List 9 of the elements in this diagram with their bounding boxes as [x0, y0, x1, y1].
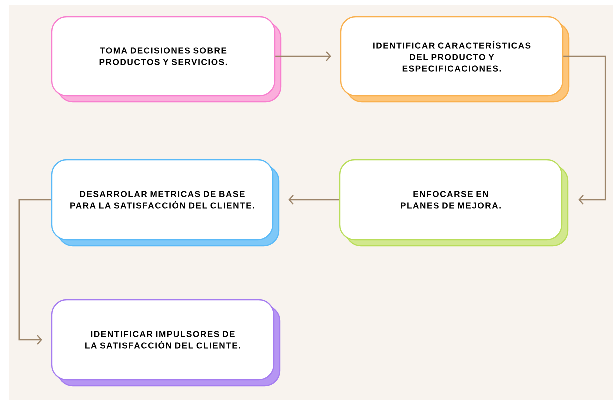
arrow	[564, 56, 606, 205]
arrow	[276, 52, 332, 62]
process-box: ENFOCARSE EN PLANES DE MEJORA.	[339, 159, 569, 247]
arrow	[18, 199, 52, 345]
arrow	[288, 195, 340, 205]
process-box: DESARROLAR METRICAS DE BASE PARA LA SATISFACCIÓN DEL CLIENTE.	[51, 159, 280, 247]
process-box: IDENTIFICAR IMPULSORES DE LA SATISFACCIÓN DEL CLIENTE.	[51, 299, 281, 387]
process-box: TOMA DECISIONES SOBRE PRODUCTOS Y SERVICIOS.	[51, 16, 282, 103]
process-box: IDENTIFICAR CARACTERÍSTICAS DEL PRODUCTO Y ESPECIFICACIONES.	[340, 16, 570, 103]
